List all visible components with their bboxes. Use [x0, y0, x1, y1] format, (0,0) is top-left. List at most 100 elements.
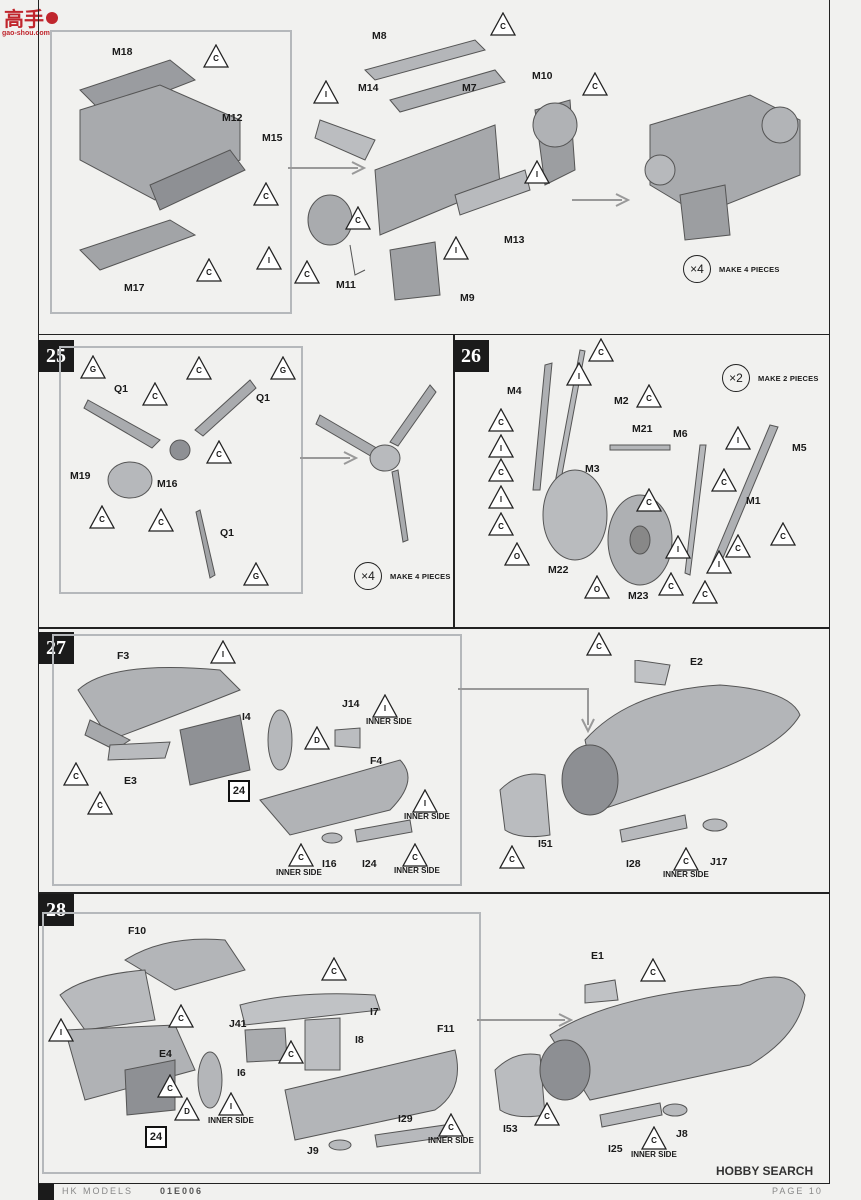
step25-frame	[38, 334, 455, 629]
multiplier-circle: ×4	[683, 255, 711, 283]
completed-fuselage-drawing	[494, 976, 806, 1128]
inner-side-note: INNER SIDE	[394, 866, 440, 875]
cement-symbol: C	[640, 958, 666, 982]
engine-assembly-drawing	[307, 39, 578, 301]
cement-symbol: C	[711, 468, 737, 492]
step28-frame	[38, 892, 830, 1184]
label-m21: M21	[632, 423, 653, 435]
label-m22: M22	[548, 564, 569, 576]
label-q1: Q1	[220, 527, 235, 539]
label-i8: I8	[355, 1034, 364, 1046]
step26-frame	[453, 334, 830, 629]
multiplier-circle: ×4	[354, 562, 382, 590]
label-f4: F4	[370, 755, 383, 767]
label-i28: I28	[626, 858, 641, 870]
inner-side-note: INNER SIDE	[404, 812, 450, 821]
label-m1: M1	[746, 495, 761, 507]
paint-d-symbol: D	[304, 726, 330, 750]
make-4-pieces-note: ×4 MAKE 4 PIECES	[354, 562, 451, 590]
label-i24: I24	[362, 858, 377, 870]
step27-frame	[38, 627, 830, 894]
gloss-symbol: G	[243, 562, 269, 586]
cement-symbol: C	[636, 488, 662, 512]
label-i4: I4	[242, 711, 251, 723]
label-f3: F3	[117, 650, 130, 662]
label-m4: M4	[507, 385, 522, 397]
cement-symbol: C	[203, 44, 229, 68]
label-j9: J9	[307, 1145, 319, 1157]
multiplier-text: MAKE 4 PIECES	[719, 264, 780, 274]
install-symbol: I	[412, 789, 438, 813]
label-m3: M3	[585, 463, 600, 475]
cement-symbol: C	[582, 72, 608, 96]
label-j17: J17	[710, 856, 728, 868]
label-e4: E4	[159, 1048, 172, 1060]
cement-symbol: C	[658, 572, 684, 596]
cement-symbol: C	[641, 1126, 667, 1150]
install-symbol: I	[524, 160, 550, 184]
label-m7: M7	[462, 82, 477, 94]
cement-symbol: C	[345, 206, 371, 230]
step24-subassembly-box	[50, 30, 292, 314]
step-reference-box: 24	[228, 780, 250, 802]
step25-subassembly-box	[59, 346, 303, 594]
label-i16: I16	[322, 858, 337, 870]
cement-symbol: C	[148, 508, 174, 532]
cement-symbol: C	[168, 1004, 194, 1028]
cement-symbol: C	[770, 522, 796, 546]
cement-symbol: C	[89, 505, 115, 529]
cement-symbol: C	[588, 338, 614, 362]
brand-logo-icon	[38, 1184, 54, 1200]
cement-symbol: C	[438, 1113, 464, 1137]
assembly-arrow	[458, 688, 595, 734]
step-reference-box: 24	[145, 1126, 167, 1148]
propeller-parts	[83, 379, 257, 579]
multiplier-text: MAKE 2 PIECES	[758, 373, 819, 383]
label-m13: M13	[504, 234, 525, 246]
cement-symbol: C	[488, 458, 514, 482]
cement-symbol: C	[488, 512, 514, 536]
cement-symbol: C	[87, 791, 113, 815]
install-symbol: I	[256, 246, 282, 270]
cement-symbol: C	[206, 440, 232, 464]
oil-symbol: O	[504, 542, 530, 566]
inner-side-note: INNER SIDE	[663, 870, 709, 879]
cement-symbol: C	[196, 258, 222, 282]
label-m12: M12	[222, 112, 243, 124]
cement-symbol: C	[142, 382, 168, 406]
cement-symbol: C	[534, 1102, 560, 1126]
label-q1: Q1	[256, 392, 271, 404]
label-m11: M11	[336, 279, 356, 291]
cement-symbol: C	[288, 843, 314, 867]
install-symbol: I	[48, 1018, 74, 1042]
cement-symbol: C	[673, 847, 699, 871]
page-footer: HK MODELS 01E006 HOBBY SEARCH PAGE 10	[0, 1164, 861, 1200]
label-f11: F11	[437, 1023, 455, 1035]
label-m16: M16	[157, 478, 178, 490]
install-symbol: I	[725, 426, 751, 450]
multiplier-text: MAKE 4 PIECES	[390, 571, 451, 581]
label-m8: M8	[372, 30, 387, 42]
completed-nose-drawing	[499, 660, 801, 843]
install-symbol: I	[665, 535, 691, 559]
fuselage-front-parts	[77, 667, 413, 844]
label-i29: I29	[398, 1113, 413, 1125]
result-arrow	[572, 193, 631, 207]
cement-symbol: C	[278, 1040, 304, 1064]
label-i51: I51	[538, 838, 553, 850]
install-symbol: I	[313, 80, 339, 104]
paint-d-symbol: D	[174, 1097, 200, 1121]
label-m9: M9	[460, 292, 475, 304]
label-j8: J8	[676, 1128, 688, 1140]
cement-symbol: C	[294, 260, 320, 284]
cement-symbol: C	[725, 534, 751, 558]
label-i6: I6	[237, 1067, 246, 1079]
label-j14: J14	[342, 698, 360, 710]
assembly-arrow	[288, 161, 367, 175]
install-symbol: I	[210, 640, 236, 664]
multiplier-circle: ×2	[722, 364, 750, 392]
cement-symbol: C	[321, 957, 347, 981]
install-symbol: I	[372, 694, 398, 718]
footer-code: 01E006	[160, 1186, 204, 1196]
label-i25: I25	[608, 1143, 623, 1155]
